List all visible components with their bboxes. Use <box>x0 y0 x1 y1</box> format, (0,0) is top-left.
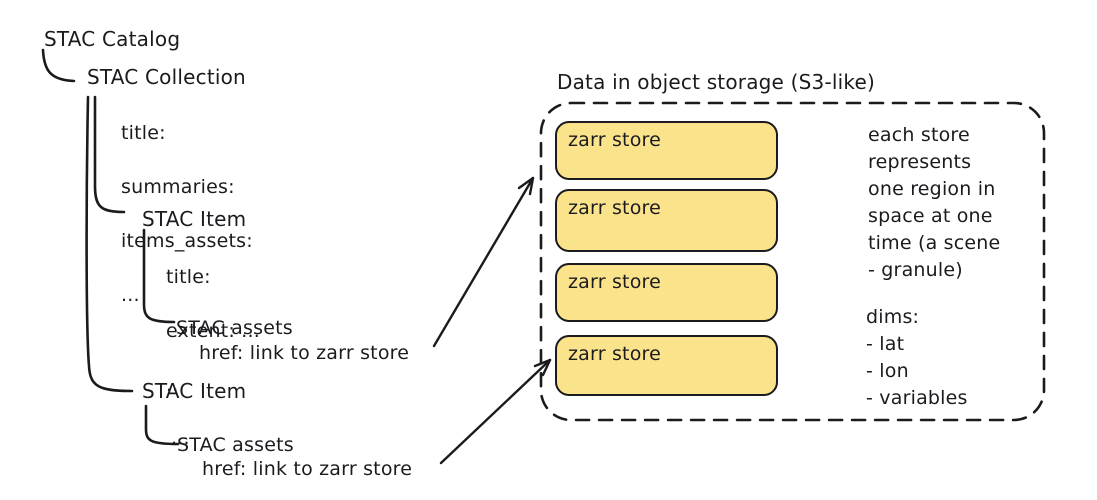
stac-item2-href: href: link to zarr store <box>202 458 413 480</box>
zarr-store-label-1: zarr store <box>568 129 662 151</box>
href1-arrow <box>432 176 535 348</box>
stac-item1-assets-label: STAC assets <box>176 317 293 339</box>
item1-field-extent: extent: ... <box>166 320 260 342</box>
connector-catalog-to-collection <box>41 48 76 83</box>
connector-collection-to-item1 <box>93 95 126 214</box>
stac-item1-fields: title: extent: ... ... <box>166 237 260 426</box>
collection-field-ellipsis: ... <box>121 284 140 306</box>
dims-note: dims: - lat - lon - variables <box>866 306 968 409</box>
item2-field-ellipsis: ... <box>171 427 190 449</box>
collection-field-title: title: <box>121 122 166 144</box>
collection-field-items-assets: items_assets: <box>121 230 253 252</box>
collection-field-summaries: summaries: <box>121 176 235 198</box>
zarr-store-label-2: zarr store <box>568 197 662 219</box>
stac-item2-label: STAC Item <box>142 379 247 403</box>
zarr-store-box-1: zarr store <box>555 121 778 180</box>
stac-collection-label: STAC Collection <box>87 65 246 89</box>
stac-item2-fields: ... <box>171 398 190 479</box>
zarr-store-box-3: zarr store <box>555 263 778 322</box>
zarr-store-box-4: zarr store <box>555 335 778 396</box>
object-storage-title: Data in object storage (S3-like) <box>557 70 875 94</box>
item1-field-ellipsis: ... <box>166 374 185 396</box>
stac-item1-href: href: link to zarr store <box>199 342 410 364</box>
href2-arrowhead <box>533 358 552 377</box>
href2-arrow <box>439 358 552 465</box>
stac-item2-assets-label: STAC assets <box>177 434 294 456</box>
zarr-store-box-2: zarr store <box>555 189 778 252</box>
href1-arrowhead <box>517 176 535 196</box>
stac-catalog-label: STAC Catalog <box>44 27 181 51</box>
zarr-store-label-3: zarr store <box>568 271 662 293</box>
store-note: each store represents one region in spac… <box>868 124 1001 281</box>
stac-item1-label: STAC Item <box>142 207 247 231</box>
item1-field-title: title: <box>166 266 211 288</box>
zarr-store-label-4: zarr store <box>568 343 662 365</box>
stac-collection-fields: title: summaries: items_assets: ... <box>121 93 253 336</box>
